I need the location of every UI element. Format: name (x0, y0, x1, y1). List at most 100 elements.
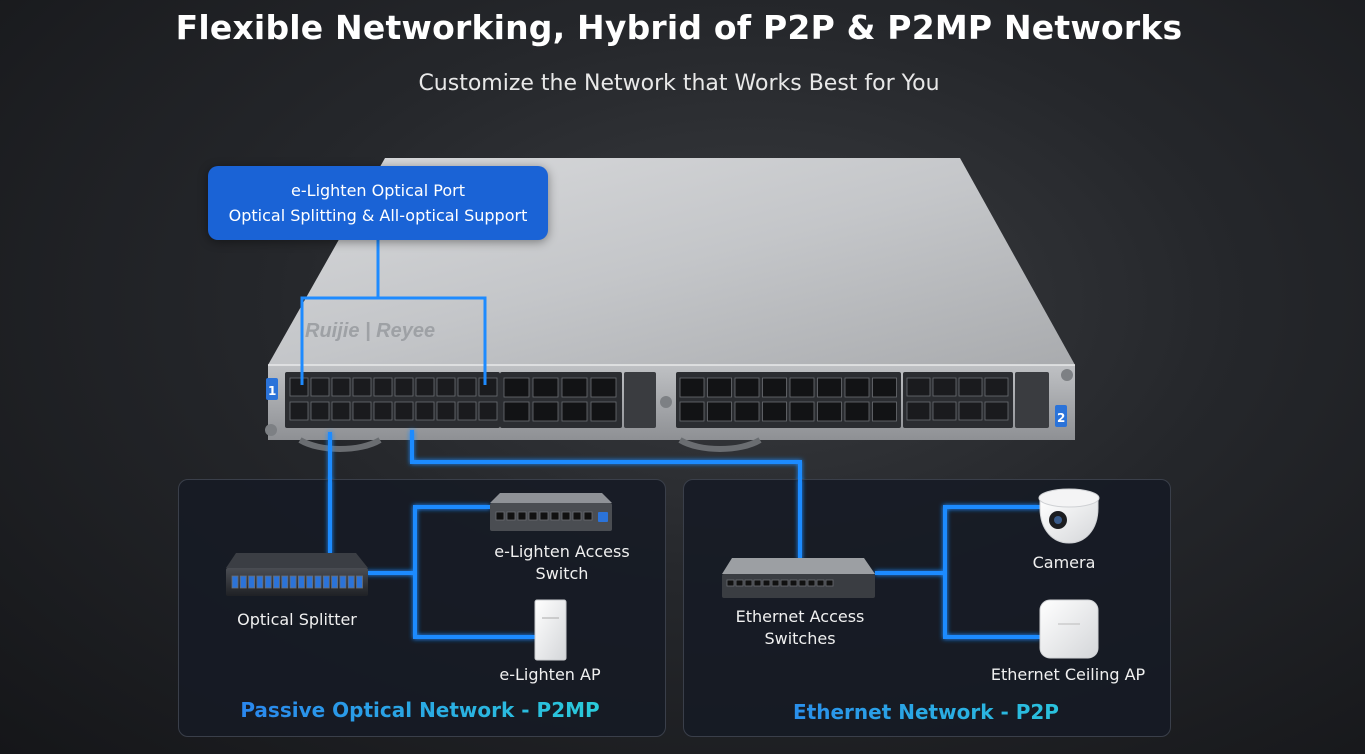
ethernet-network-title: Ethernet Network - P2P (706, 700, 1146, 724)
camera-device (1038, 488, 1100, 544)
ethernet-switch-port (744, 579, 753, 587)
sfp-port (958, 401, 983, 421)
rj45-port (561, 401, 588, 422)
splitter-port (289, 575, 297, 589)
access-switch-port (539, 511, 549, 521)
access-switch-port (506, 511, 516, 521)
optical-port-callout: e-Lighten Optical Port Optical Splitting… (208, 166, 548, 240)
elighten-ap-label: e-Lighten AP (499, 665, 601, 684)
splitter-port (256, 575, 264, 589)
ethernet-access-switch-device (722, 558, 875, 598)
sfp-port (958, 377, 983, 397)
access-switch-port (572, 511, 582, 521)
uplink-block-1 (624, 372, 656, 428)
ethernet-switch-port (726, 579, 735, 587)
rj45-port (679, 377, 705, 398)
splitter-port (322, 575, 330, 589)
rj45-port (503, 401, 530, 422)
rj45-port (762, 401, 787, 422)
sfp-port (457, 401, 477, 421)
camera-label: Camera (1032, 553, 1096, 572)
rj45-port (734, 401, 760, 422)
ethernet-switch-port (735, 579, 744, 587)
optical-splitter-device (226, 553, 368, 596)
sfp-port (394, 377, 414, 397)
callout-line-1: e-Lighten Optical Port (291, 181, 465, 200)
sfp-port (415, 401, 435, 421)
ethernet-switch-port (780, 579, 789, 587)
rj45-port (844, 401, 870, 422)
elighten-access-switch-label-line2: Switch (535, 564, 589, 583)
sfp-port (932, 401, 957, 421)
sfp-port (984, 401, 1009, 421)
sfp-port (457, 377, 477, 397)
sfp-port (436, 401, 456, 421)
left-knob (265, 424, 277, 436)
sfp-port (331, 401, 351, 421)
access-switch-port (517, 511, 527, 521)
slot-2-label: 2 (1057, 411, 1065, 425)
ethernet-switch-port (771, 579, 780, 587)
page-subtitle: Customize the Network that Works Best fo… (418, 71, 940, 96)
rj45-port (817, 377, 842, 398)
rj45-port (679, 401, 705, 422)
elighten-access-switch-label: e-Lighten Access Switch (484, 541, 640, 585)
callout-connector (300, 240, 487, 385)
ethernet-switch-port (825, 579, 834, 587)
elighten-access-switch-label-line1: e-Lighten Access (494, 542, 630, 561)
splitter-port (281, 575, 289, 589)
ethernet-switch-port (807, 579, 816, 587)
rj45-port (707, 377, 732, 398)
splitter-port (231, 575, 239, 589)
slot-2-marker (1055, 405, 1067, 427)
sfp-port (394, 401, 414, 421)
ethernet-ceiling-ap-label: Ethernet Ceiling AP (990, 665, 1146, 684)
sfp-port (906, 377, 931, 397)
rj45-port (789, 401, 815, 422)
access-switch-port (583, 511, 593, 521)
splitter-port (306, 575, 314, 589)
splitter-port (314, 575, 322, 589)
panel-links (328, 479, 1040, 639)
elighten-access-switch-device (490, 493, 612, 531)
rj45-port (532, 377, 559, 398)
optical-splitter-label: Optical Splitter (237, 610, 357, 629)
rj45-port (532, 401, 559, 422)
center-knob (660, 396, 672, 408)
rj45-port (817, 401, 842, 422)
ethernet-switch-port (798, 579, 807, 587)
splitter-port (248, 575, 256, 589)
access-switch-port (561, 511, 571, 521)
ethernet-access-switch-label-line2: Switches (764, 629, 836, 648)
slot-1-marker (266, 378, 278, 400)
ethernet-access-switch-label-line1: Ethernet Access (735, 607, 865, 626)
sfp-port (352, 377, 372, 397)
splitter-port (347, 575, 355, 589)
rj45-port (789, 377, 815, 398)
rj45-port (762, 377, 787, 398)
elighten-ap-device (534, 599, 567, 661)
access-switch-port (550, 511, 560, 521)
rj45-port (503, 377, 530, 398)
ethernet-switch-port (816, 579, 825, 587)
slot-1-label: 1 (268, 384, 276, 398)
sfp-port (436, 377, 456, 397)
sfp-port (478, 401, 498, 421)
ethernet-switch-port (753, 579, 762, 587)
sfp-port (373, 377, 393, 397)
sfp-port (331, 377, 351, 397)
ethernet-switch-port (762, 579, 771, 587)
splitter-port (331, 575, 339, 589)
sfp-port (373, 401, 393, 421)
pon-network-title: Passive Optical Network - P2MP (200, 698, 640, 722)
access-switch-port (528, 511, 538, 521)
splitter-port (339, 575, 347, 589)
page-title: Flexible Networking, Hybrid of P2P & P2M… (175, 8, 1183, 47)
sfp-port (906, 401, 931, 421)
rj45-port (590, 377, 617, 398)
sfp-port (289, 401, 309, 421)
ethernet-access-switch-label: Ethernet Access Switches (724, 606, 876, 650)
access-switch-port (495, 511, 505, 521)
splitter-port (297, 575, 305, 589)
